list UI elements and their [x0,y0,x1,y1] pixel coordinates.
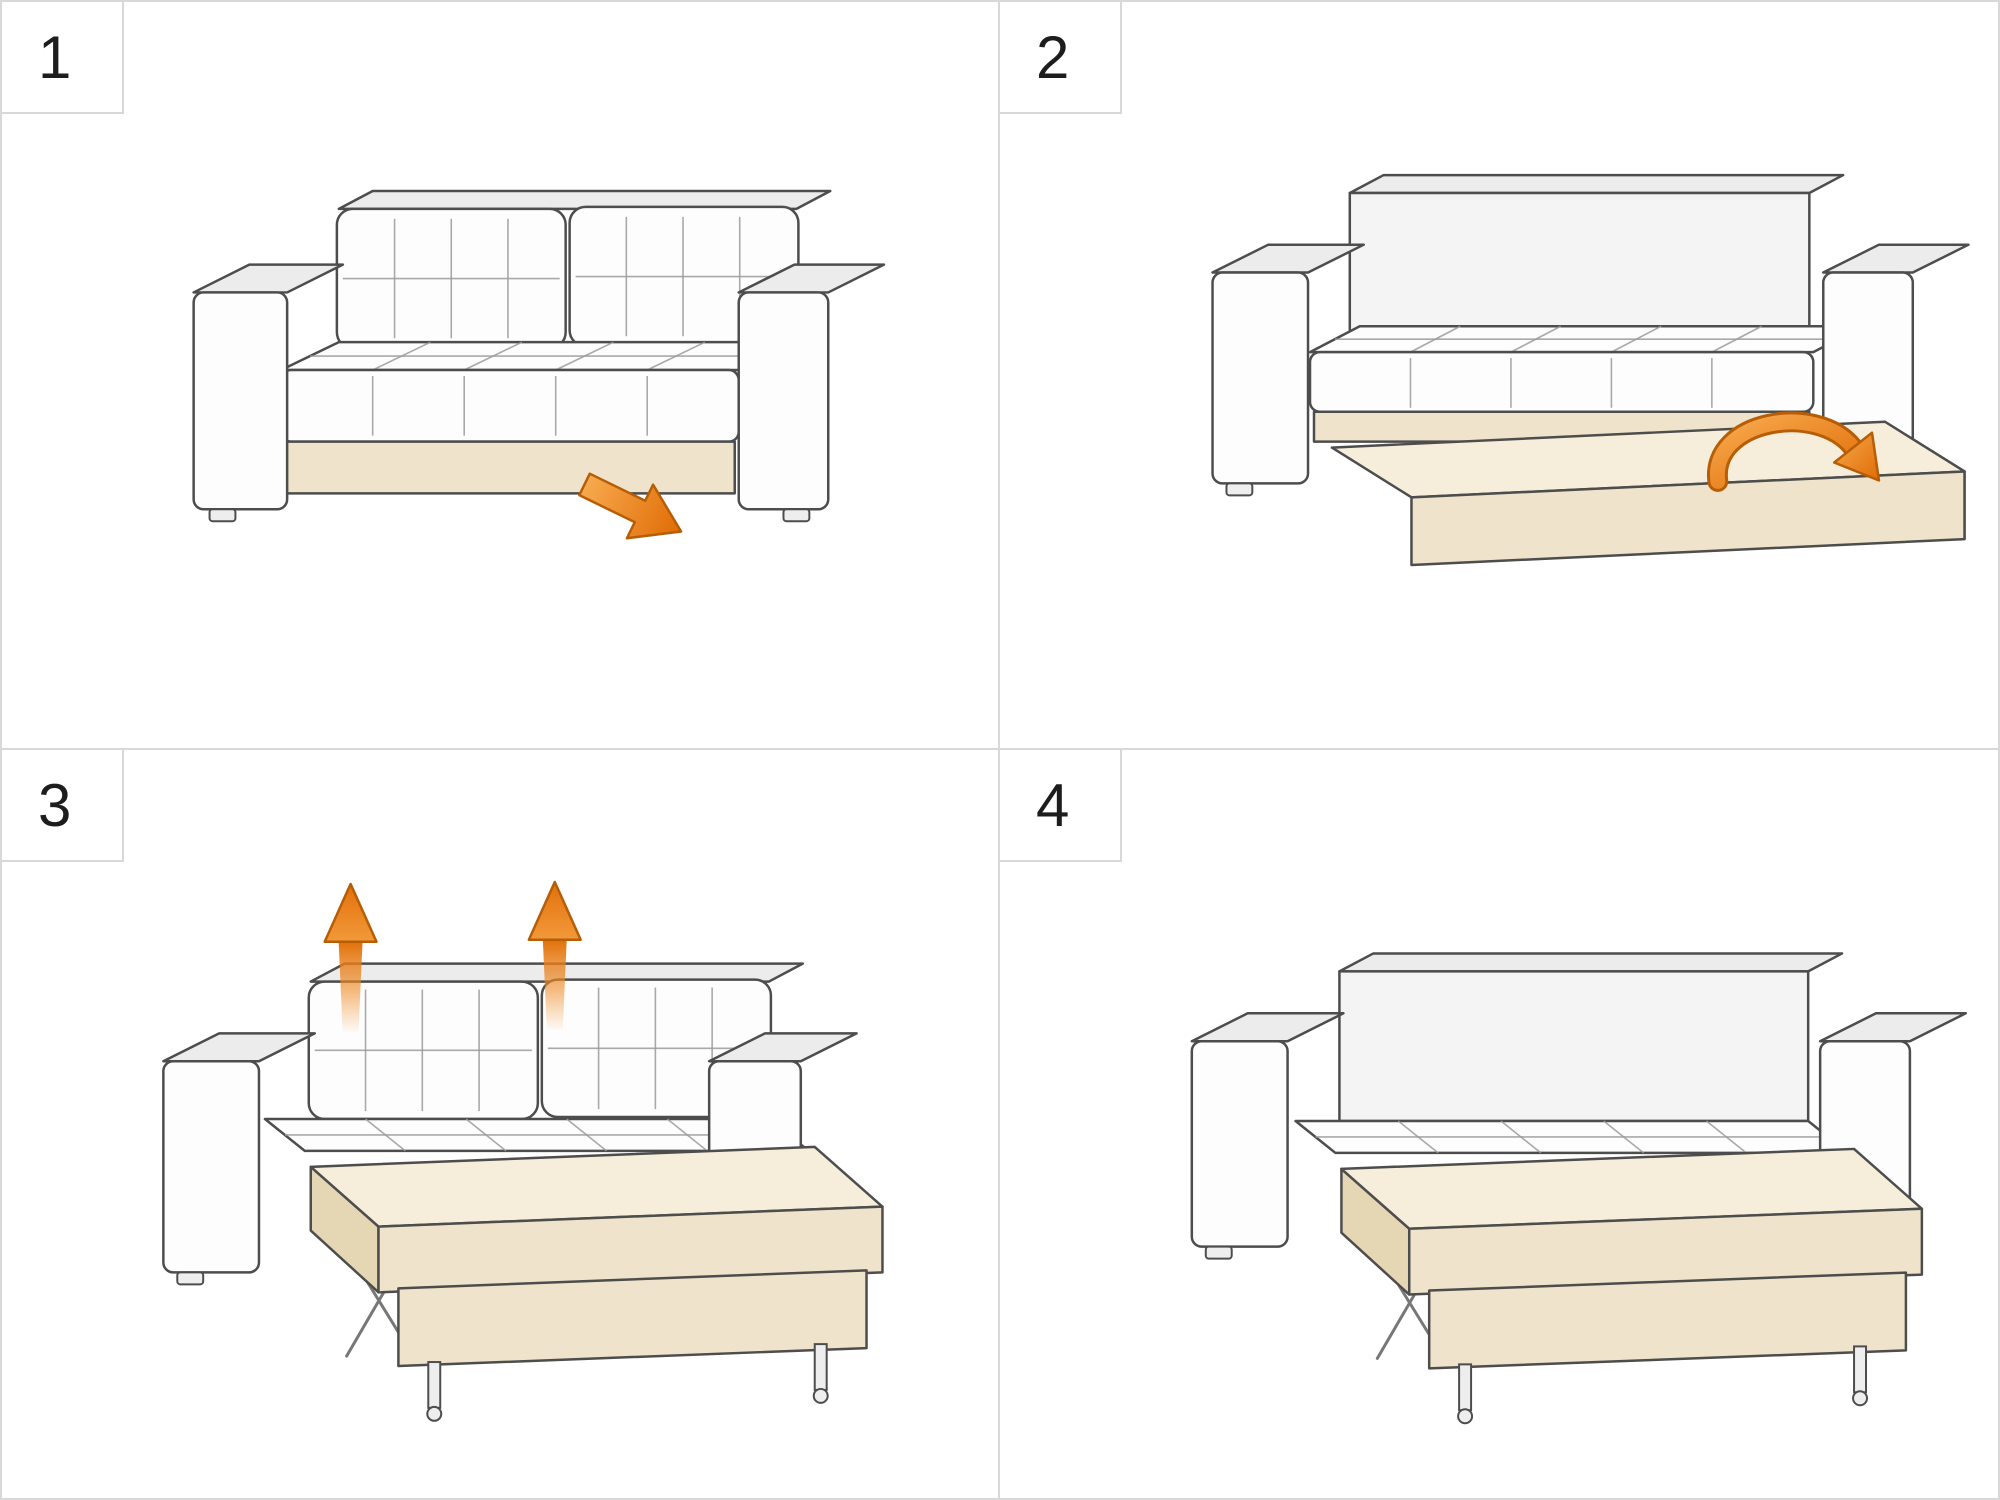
left-armrest [1190,1012,1345,1260]
pull-out-platform [1330,420,1966,567]
step-number: 4 [1036,772,1070,839]
lift-cushion-arrow-icon [527,880,582,1030]
right-armrest [737,263,886,523]
seat-cushion [279,340,798,443]
step-panel-2: 2 [1000,2,1998,750]
backrest-panel [1338,952,1844,1123]
step-number: 2 [1036,24,1070,91]
step-panel-4: 4 [1000,750,1998,1498]
left-armrest [1211,243,1365,497]
step-number-badge: 3 [2,750,124,862]
mattress [1340,1147,1924,1296]
rear-bed-deck [1294,1119,1850,1155]
step-number-badge: 4 [1000,750,1122,862]
step-panel-1: 1 [2,2,1000,750]
flip-over-arrow-icon [1707,411,1881,492]
left-armrest [192,263,345,523]
seat-cushion [1308,325,1865,414]
sofa-base-pulled-out-illustration [1211,173,1970,567]
step-panel-3: 3 [2,750,1000,1498]
sofa-bed-complete-illustration [1190,952,1967,1425]
rear-bed-deck [263,1117,811,1153]
pull-out-arrow-icon [578,472,683,540]
platform-box [1427,1271,1908,1425]
lift-cushion-arrow-icon [323,882,378,1032]
sofa-bed-extended-illustration [162,880,884,1422]
step-number-badge: 1 [2,2,124,114]
platform-box [397,1269,868,1422]
step-number-badge: 2 [1000,2,1122,114]
step-number: 1 [38,24,72,91]
left-armrest [162,1032,316,1286]
pull-out-base-front [283,440,736,495]
mattress [309,1145,884,1294]
sofa-closed-illustration [192,189,886,540]
step-number: 3 [38,772,72,839]
